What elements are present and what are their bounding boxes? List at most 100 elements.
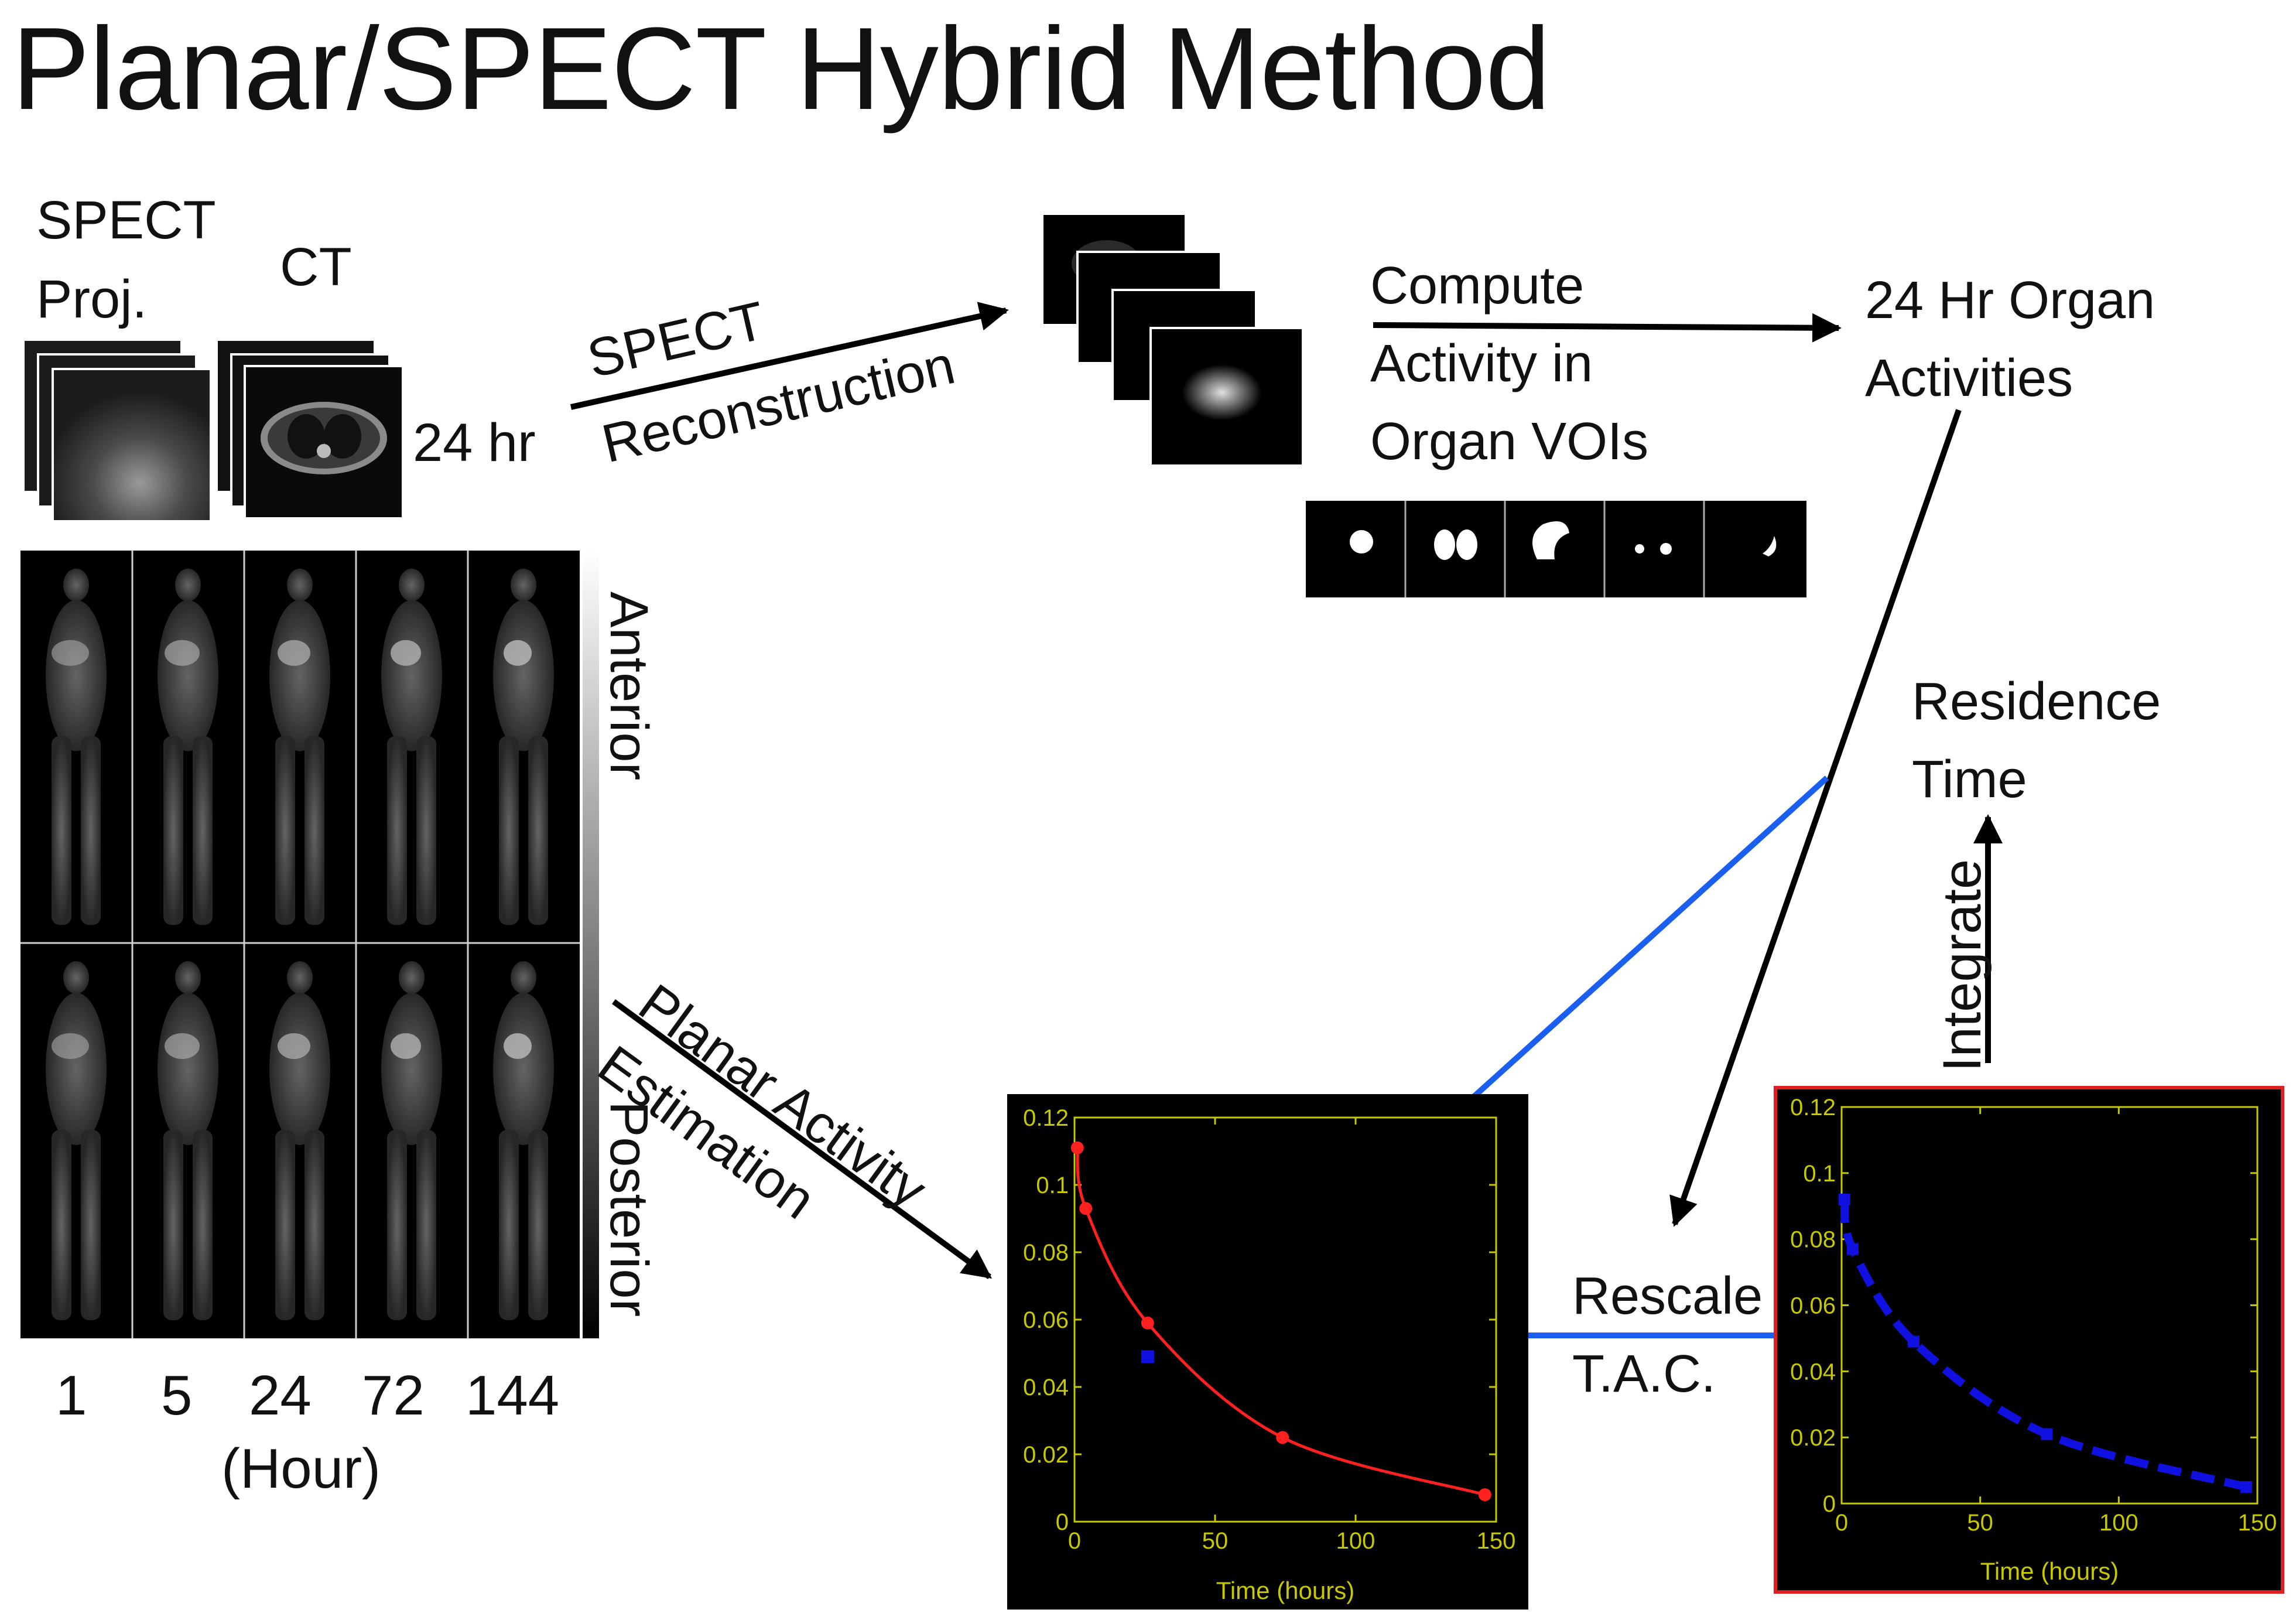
body-leg xyxy=(193,1130,213,1320)
x-tick-label: 150 xyxy=(2238,1510,2277,1536)
body-organ-hotspot xyxy=(165,1033,200,1059)
y-tick-label: 0.04 xyxy=(1790,1359,1836,1385)
y-tick-label: 0.12 xyxy=(1790,1095,1836,1120)
rescaled-data-point xyxy=(2240,1481,2253,1493)
residence-label-2: Time xyxy=(1912,750,2027,809)
timepoint-label: 72 xyxy=(362,1364,425,1427)
y-tick-label: 0.06 xyxy=(1023,1307,1069,1333)
body-leg xyxy=(499,736,519,925)
y-tick-label: 0.02 xyxy=(1023,1442,1069,1468)
compute-activity-arrow xyxy=(1373,313,1842,343)
compute-label-3: Organ VOIs xyxy=(1370,412,1649,471)
timepoint-label: 24 xyxy=(249,1364,312,1427)
rescaled-data-point xyxy=(1838,1193,1850,1205)
timepoint-label: 5 xyxy=(161,1364,193,1427)
body-organ-hotspot xyxy=(278,640,310,666)
body-organ-hotspot xyxy=(52,640,89,666)
x-tick-label: 100 xyxy=(2099,1510,2138,1536)
y-tick-label: 0.1 xyxy=(1803,1161,1836,1187)
body-leg xyxy=(387,736,407,925)
body-torso xyxy=(269,993,330,1145)
y-tick-label: 0.02 xyxy=(1790,1425,1836,1451)
integrate-label: Integrate xyxy=(1932,859,1992,1072)
rescaled-data-point xyxy=(1908,1335,1920,1348)
body-leg xyxy=(52,736,71,925)
body-organ-hotspot xyxy=(391,640,421,666)
body-organ-hotspot xyxy=(52,1033,89,1059)
body-leg xyxy=(163,1130,183,1320)
body-organ-hotspot xyxy=(165,640,200,666)
body-leg xyxy=(416,736,436,925)
body-leg xyxy=(163,736,183,925)
body-torso xyxy=(493,600,554,751)
y-tick-label: 0.08 xyxy=(1790,1227,1836,1253)
residence-label-1: Residence xyxy=(1912,672,2161,731)
body-organ-hotspot xyxy=(504,640,532,666)
body-organ-hotspot xyxy=(391,1033,421,1059)
body-leg xyxy=(275,1130,295,1320)
rescaled-data-point xyxy=(1846,1243,1859,1255)
y-tick-label: 0 xyxy=(1056,1509,1069,1535)
rescaled-data-point xyxy=(2041,1428,2053,1440)
body-torso xyxy=(381,993,442,1145)
x-tick-label: 100 xyxy=(1336,1528,1375,1554)
body-torso xyxy=(381,600,442,751)
organ-activities-label-1: 24 Hr Organ xyxy=(1865,271,2155,330)
y-tick-label: 0.1 xyxy=(1036,1173,1069,1198)
body-organ-hotspot xyxy=(504,1033,532,1059)
body-leg xyxy=(275,736,295,925)
y-tick-label: 0 xyxy=(1823,1491,1836,1517)
x-tick-label: 0 xyxy=(1068,1528,1081,1554)
hour-axis-label: (Hour) xyxy=(221,1437,381,1500)
compute-label-1: Compute xyxy=(1370,257,1585,315)
body-leg xyxy=(528,736,548,925)
timepoint-label: 144 xyxy=(466,1364,560,1427)
x-axis-label: Time (hours) xyxy=(1980,1557,2119,1585)
body-torso xyxy=(46,600,107,751)
x-tick-label: 0 xyxy=(1835,1510,1848,1536)
y-tick-label: 0.08 xyxy=(1023,1240,1069,1266)
organ-voi-masks xyxy=(1306,501,1806,597)
ct-image-stack xyxy=(215,339,404,520)
y-tick-label: 0.06 xyxy=(1790,1293,1836,1319)
body-leg xyxy=(81,736,101,925)
page-title: Planar/SPECT Hybrid Method xyxy=(12,4,1551,134)
planar-data-point xyxy=(1079,1202,1093,1215)
timepoint-label: 1 xyxy=(56,1364,87,1427)
body-leg xyxy=(528,1130,548,1320)
rescale-label-1: Rescale xyxy=(1572,1267,1763,1325)
body-leg xyxy=(193,736,213,925)
body-torso xyxy=(493,993,554,1145)
body-head xyxy=(175,961,201,994)
planar-image-grid xyxy=(20,551,599,1338)
anterior-label: Anterior xyxy=(599,592,659,781)
x-tick-label: 50 xyxy=(1967,1510,1993,1536)
body-head xyxy=(287,568,313,602)
planar-data-point xyxy=(1141,1316,1154,1330)
body-leg xyxy=(304,736,324,925)
compute-label-2: Activity in xyxy=(1370,334,1593,393)
plot-frame xyxy=(1840,1106,2259,1505)
black-arrows xyxy=(570,302,2003,1280)
time-24hr-label: 24 hr xyxy=(413,413,536,473)
spect-proj-label-1: SPECT xyxy=(36,190,216,250)
body-leg xyxy=(499,1130,519,1320)
planar-data-point xyxy=(1070,1141,1084,1154)
body-leg xyxy=(52,1130,71,1320)
series-line xyxy=(1840,1198,2247,1491)
ct-label: CT xyxy=(280,237,352,297)
body-head xyxy=(63,961,89,994)
body-head xyxy=(63,568,89,602)
body-torso xyxy=(158,600,218,751)
spect-data-point xyxy=(1141,1350,1154,1364)
planar-estimation-arrow xyxy=(612,999,993,1280)
body-organ-hotspot xyxy=(278,1033,310,1059)
body-head xyxy=(287,961,313,994)
body-leg xyxy=(304,1130,324,1320)
body-head xyxy=(399,568,425,602)
body-leg xyxy=(387,1130,407,1320)
y-tick-label: 0.04 xyxy=(1023,1375,1069,1400)
